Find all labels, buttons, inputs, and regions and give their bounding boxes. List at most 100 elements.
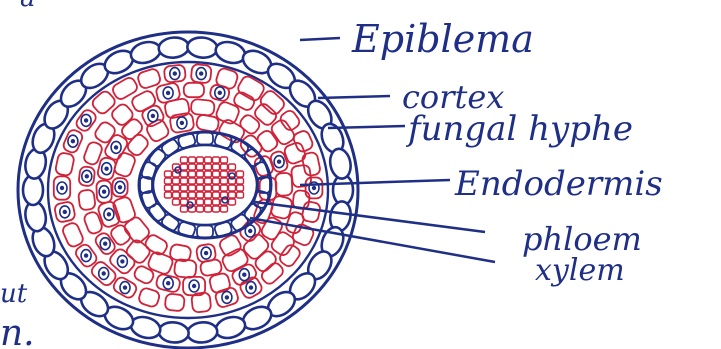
label-fungal-hyphae: fungal hyphe: [405, 109, 633, 149]
hypha-dot: [173, 71, 177, 75]
pointer-cortex: [318, 96, 390, 98]
hypha-dot: [166, 91, 170, 95]
hypha-dot: [242, 273, 246, 277]
hypha-dot: [248, 229, 252, 233]
hypha-dot: [180, 121, 184, 125]
stele-cell: [237, 171, 244, 177]
stele-cell: [229, 164, 236, 170]
hypha-dot: [277, 160, 281, 164]
stele-cell: [205, 185, 212, 191]
stele-cell: [189, 171, 196, 177]
cortex-cell: [191, 99, 215, 116]
stele-cell: [205, 206, 212, 212]
endodermis-cell: [160, 213, 180, 232]
epiblema-cell: [186, 321, 218, 344]
cortex-cell: [55, 152, 75, 176]
stele-cell: [197, 206, 204, 212]
hypha-dot: [225, 295, 229, 299]
hypha-dot: [123, 285, 127, 289]
cortex-cell: [93, 120, 117, 145]
stele-cell: [229, 199, 236, 205]
stele-cell: [213, 171, 220, 177]
cortex-cell: [137, 68, 162, 90]
stele-cell: [189, 192, 196, 198]
hypha-dot: [103, 242, 107, 246]
hypha-dot: [120, 259, 124, 263]
hypha-dot: [249, 285, 253, 289]
fragment-bottom-left: n.: [0, 313, 35, 349]
stele-cell: [213, 199, 220, 205]
stele-cell: [221, 164, 228, 170]
hypha-dot: [312, 186, 316, 190]
stele-cell: [205, 199, 212, 205]
stele-cell: [237, 178, 244, 184]
cortex-cell: [138, 287, 161, 308]
stele-cell: [189, 178, 196, 184]
stele-cell: [205, 164, 212, 170]
endodermis-cell: [197, 133, 213, 145]
stele-cell: [173, 178, 180, 184]
stele-cell: [213, 206, 220, 212]
endodermis-cell: [160, 138, 180, 157]
stele-cell: [197, 199, 204, 205]
cortex-cell: [184, 83, 204, 97]
cortex-cell: [253, 249, 278, 274]
stele-cell: [205, 192, 212, 198]
stele-cell: [165, 192, 172, 198]
hypha-dot: [84, 118, 88, 122]
hypha-dot: [71, 139, 75, 143]
endodermis-cell: [243, 148, 262, 168]
stele-cell: [173, 199, 180, 205]
stele-cell: [221, 171, 228, 177]
label-epiblema: Epiblema: [351, 17, 534, 61]
hypha-dot: [104, 167, 108, 171]
label-endodermis: Endodermis: [454, 164, 663, 204]
fragment-top-left: a: [20, 0, 36, 13]
stele-cell: [197, 171, 204, 177]
epiblema-cell: [186, 36, 218, 59]
cortex-cell: [232, 90, 256, 112]
hypha-dot: [85, 174, 89, 178]
hypha-dot: [84, 253, 88, 257]
hypha-dot: [60, 186, 64, 190]
stele-cell: [197, 157, 204, 163]
cortex-cell: [238, 113, 262, 136]
stele-cell: [197, 164, 204, 170]
epiblema-cell: [158, 36, 190, 59]
stele-cell: [205, 171, 212, 177]
hypha-dot: [204, 251, 208, 255]
stele-cell: [229, 185, 236, 191]
stele-cell: [197, 192, 204, 198]
stele-cell: [213, 178, 220, 184]
hypha-dot: [114, 145, 118, 149]
stele-cell: [213, 164, 220, 170]
stele-cell: [189, 164, 196, 170]
hypha-dot: [151, 114, 155, 118]
hypha-dot: [218, 91, 222, 95]
hypha-dot: [107, 212, 111, 216]
stele-cell: [189, 157, 196, 163]
stele-cell: [165, 178, 172, 184]
cortex-cell: [133, 264, 156, 285]
cortex-cell: [112, 196, 137, 224]
stele-cell: [205, 178, 212, 184]
label-xylem: xylem: [535, 253, 625, 288]
hypha-dot: [102, 190, 106, 194]
stele-vascular-tissue: [165, 157, 244, 212]
stele-cell: [213, 192, 220, 198]
stele-cell: [181, 157, 188, 163]
endodermis-cell: [148, 148, 167, 168]
cortex-cell: [275, 173, 292, 196]
stele-cell: [173, 185, 180, 191]
cortex-cell: [165, 293, 185, 311]
hypha-dot: [102, 271, 106, 275]
fragment-left-lower: ut: [0, 279, 28, 309]
hypha-dot: [192, 284, 196, 288]
stele-cell: [181, 178, 188, 184]
pointer-xylem: [250, 218, 495, 262]
stele-cell: [221, 157, 228, 163]
hypha-dot: [166, 281, 170, 285]
stele-cell: [197, 185, 204, 191]
endodermis-cell: [148, 202, 167, 222]
